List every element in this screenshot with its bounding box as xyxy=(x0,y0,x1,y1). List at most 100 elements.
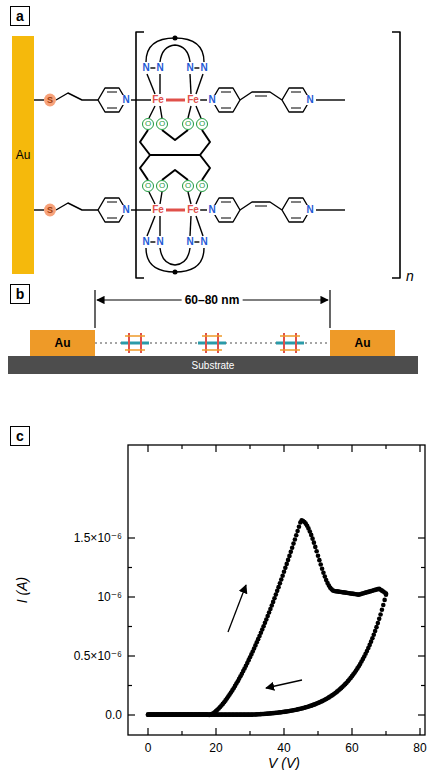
atom-label: S xyxy=(44,94,56,107)
y-tick-label: 0.0 xyxy=(105,709,122,721)
atom-label: Fe xyxy=(151,95,165,105)
y-tick xyxy=(418,655,425,656)
bracket xyxy=(392,32,400,278)
device-schematic xyxy=(95,290,330,353)
bond xyxy=(255,96,267,97)
x-tick xyxy=(147,445,148,452)
data-point xyxy=(146,712,151,717)
bond xyxy=(131,209,151,210)
bond xyxy=(160,192,162,204)
data-point xyxy=(384,592,389,597)
bond xyxy=(190,216,191,236)
bond xyxy=(34,209,44,210)
atom-label: N xyxy=(199,63,208,73)
ligand-arc xyxy=(160,248,190,265)
atom-label: N xyxy=(199,237,208,247)
x-tick xyxy=(283,728,284,735)
atom-label: N xyxy=(155,237,164,247)
macrocycle xyxy=(140,130,150,180)
metal-bond xyxy=(166,209,185,212)
data-point xyxy=(290,545,295,550)
bond xyxy=(291,92,301,93)
x-tick xyxy=(419,728,420,735)
panel-label: a xyxy=(10,6,30,26)
atom-label: O xyxy=(196,180,208,192)
atom-label: O xyxy=(156,180,168,192)
bond xyxy=(160,106,162,118)
bond xyxy=(291,218,301,219)
y-tick xyxy=(421,685,425,686)
y-tick-label: 1.5×10⁻⁶ xyxy=(74,532,122,544)
data-point xyxy=(297,524,302,529)
x-tick-label: 0 xyxy=(145,742,152,754)
macrocycle xyxy=(200,130,210,180)
data-point xyxy=(317,558,322,563)
atom-label: O xyxy=(182,180,194,192)
bond xyxy=(188,192,191,204)
bond xyxy=(56,203,98,210)
panel-label: c xyxy=(10,426,30,446)
bond xyxy=(107,202,117,203)
data-point xyxy=(377,617,382,622)
atom-label: N xyxy=(207,95,216,105)
molecule xyxy=(198,342,226,345)
y-tick-label: 10⁻⁶ xyxy=(97,591,122,603)
data-point xyxy=(378,612,383,617)
data-point xyxy=(284,562,289,567)
x-tick xyxy=(385,445,386,449)
data-point xyxy=(291,541,296,546)
x-tick xyxy=(283,445,284,452)
sweep-arrow xyxy=(266,680,302,688)
bond xyxy=(149,106,155,118)
atom-label: N xyxy=(141,237,150,247)
data-point xyxy=(318,562,323,567)
bond xyxy=(196,216,203,236)
atom-label: N xyxy=(207,205,216,215)
y-tick xyxy=(421,626,425,627)
node-text: Au xyxy=(55,336,71,350)
data-point xyxy=(287,554,292,559)
bond xyxy=(149,192,155,204)
atom-label: O xyxy=(182,118,194,130)
molecule xyxy=(276,342,304,345)
y-tick xyxy=(128,685,132,686)
data-point xyxy=(382,598,387,603)
bond xyxy=(221,218,231,219)
macrocycle xyxy=(162,170,188,180)
y-tick xyxy=(418,537,425,538)
atom-label: S xyxy=(44,204,56,217)
data-point xyxy=(146,712,151,717)
y-tick xyxy=(128,626,132,627)
y-tick-label: 0.5×10⁻⁶ xyxy=(74,650,122,662)
data-point xyxy=(293,537,298,542)
node-text: Substrate xyxy=(192,360,235,371)
molecule xyxy=(125,349,145,351)
x-tick xyxy=(385,731,386,735)
ligand-arc xyxy=(146,38,204,62)
node-text: Au xyxy=(355,336,371,350)
molecule xyxy=(202,349,222,351)
bond xyxy=(107,108,117,109)
x-tick xyxy=(419,445,420,452)
ligand-arc xyxy=(146,248,204,272)
atom-label: N xyxy=(305,95,314,105)
x-tick xyxy=(249,445,250,449)
bond xyxy=(221,108,231,109)
x-tick-label: 20 xyxy=(209,742,222,754)
node-text: a xyxy=(16,8,24,24)
atom-label: Fe xyxy=(186,95,200,105)
x-tick-label: 60 xyxy=(345,742,358,754)
atom-label: N xyxy=(185,237,194,247)
y-tick xyxy=(128,655,135,656)
atom-label: N xyxy=(141,63,150,73)
y-tick xyxy=(128,714,135,715)
atom-dot xyxy=(173,36,178,41)
molecules xyxy=(121,333,304,353)
axis-title: V (V) xyxy=(268,756,300,770)
bond xyxy=(159,74,160,94)
bond xyxy=(107,92,117,93)
dimension-tick xyxy=(94,290,95,328)
plot-frame xyxy=(128,445,425,735)
data-point xyxy=(286,558,291,563)
